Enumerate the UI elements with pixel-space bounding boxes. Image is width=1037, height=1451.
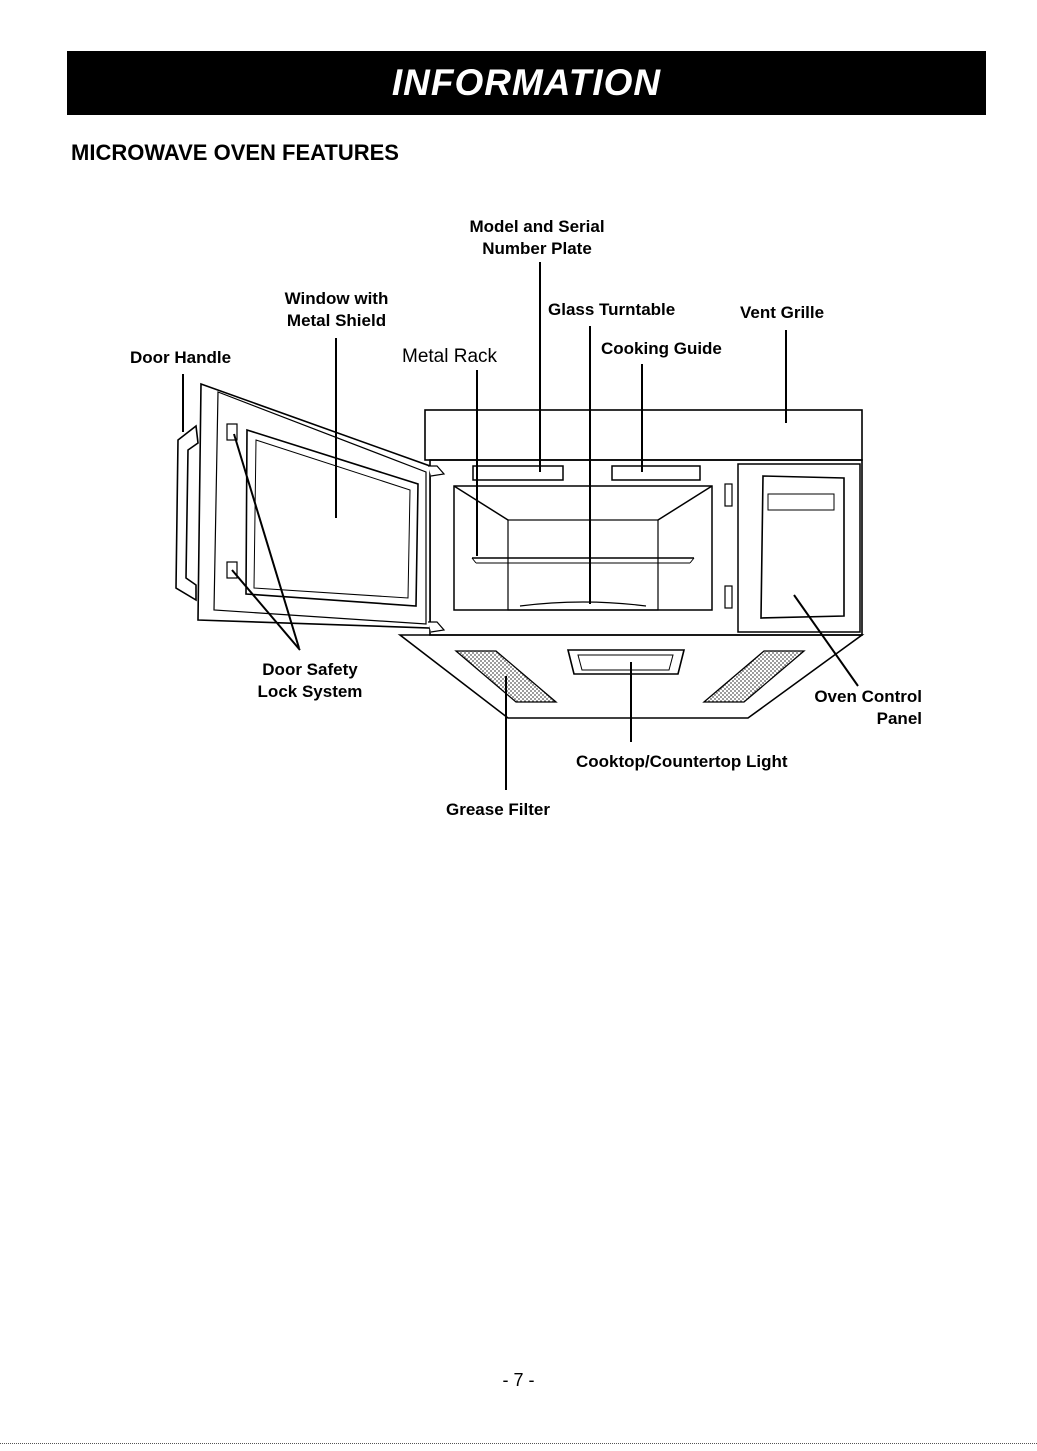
- glass-turntable: [520, 602, 646, 606]
- oven-cavity: [454, 486, 712, 610]
- oven-door: [198, 384, 430, 628]
- cooking-guide-plate: [612, 466, 700, 480]
- door-latch-bottom: [725, 586, 732, 608]
- label-grease-filter: Grease Filter: [446, 799, 550, 821]
- model-serial-plate: [473, 466, 563, 480]
- page-number: - 7 -: [0, 1370, 1037, 1391]
- control-panel: [738, 464, 860, 632]
- control-display: [768, 494, 834, 510]
- bottom-divider: [0, 1443, 1037, 1444]
- label-cooktop-countertop-light: Cooktop/Countertop Light: [576, 751, 788, 773]
- grease-filter-right: [704, 651, 804, 702]
- label-door-safety-lock-system: Door Safety Lock System: [243, 659, 377, 703]
- label-glass-turntable: Glass Turntable: [548, 299, 675, 321]
- label-cooking-guide: Cooking Guide: [601, 338, 722, 360]
- label-door-handle: Door Handle: [130, 347, 231, 369]
- door-latch-top: [725, 484, 732, 506]
- label-vent-grille: Vent Grille: [740, 302, 824, 324]
- label-oven-control-panel: Oven Control Panel: [792, 686, 922, 730]
- door-handle: [176, 426, 198, 600]
- vent-section: [425, 410, 862, 460]
- label-model-serial-plate: Model and Serial Number Plate: [452, 216, 622, 260]
- label-window-metal-shield: Window with Metal Shield: [264, 288, 409, 332]
- label-metal-rack: Metal Rack: [402, 346, 497, 368]
